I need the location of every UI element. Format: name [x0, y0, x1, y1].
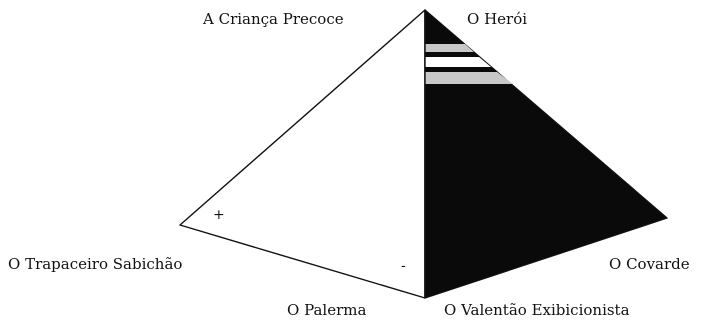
pyramid-band-upper	[425, 44, 474, 52]
label-hero: O Herói	[467, 10, 528, 28]
pyramid-band-lower	[425, 72, 513, 84]
label-know-it-all-trickster: O Trapaceiro Sabichão	[8, 255, 183, 273]
label-fool: O Palerma	[287, 301, 367, 319]
label-swaggering-bully: O Valentão Exibicionista	[444, 301, 630, 319]
label-precocious-child: A Criança Precoce	[203, 10, 344, 28]
pyramid-band-middle	[425, 57, 491, 67]
minus-sign: -	[401, 258, 406, 274]
label-coward: O Covarde	[609, 255, 690, 273]
pyramid-light-face	[179, 9, 426, 299]
plus-sign: +	[213, 207, 225, 223]
